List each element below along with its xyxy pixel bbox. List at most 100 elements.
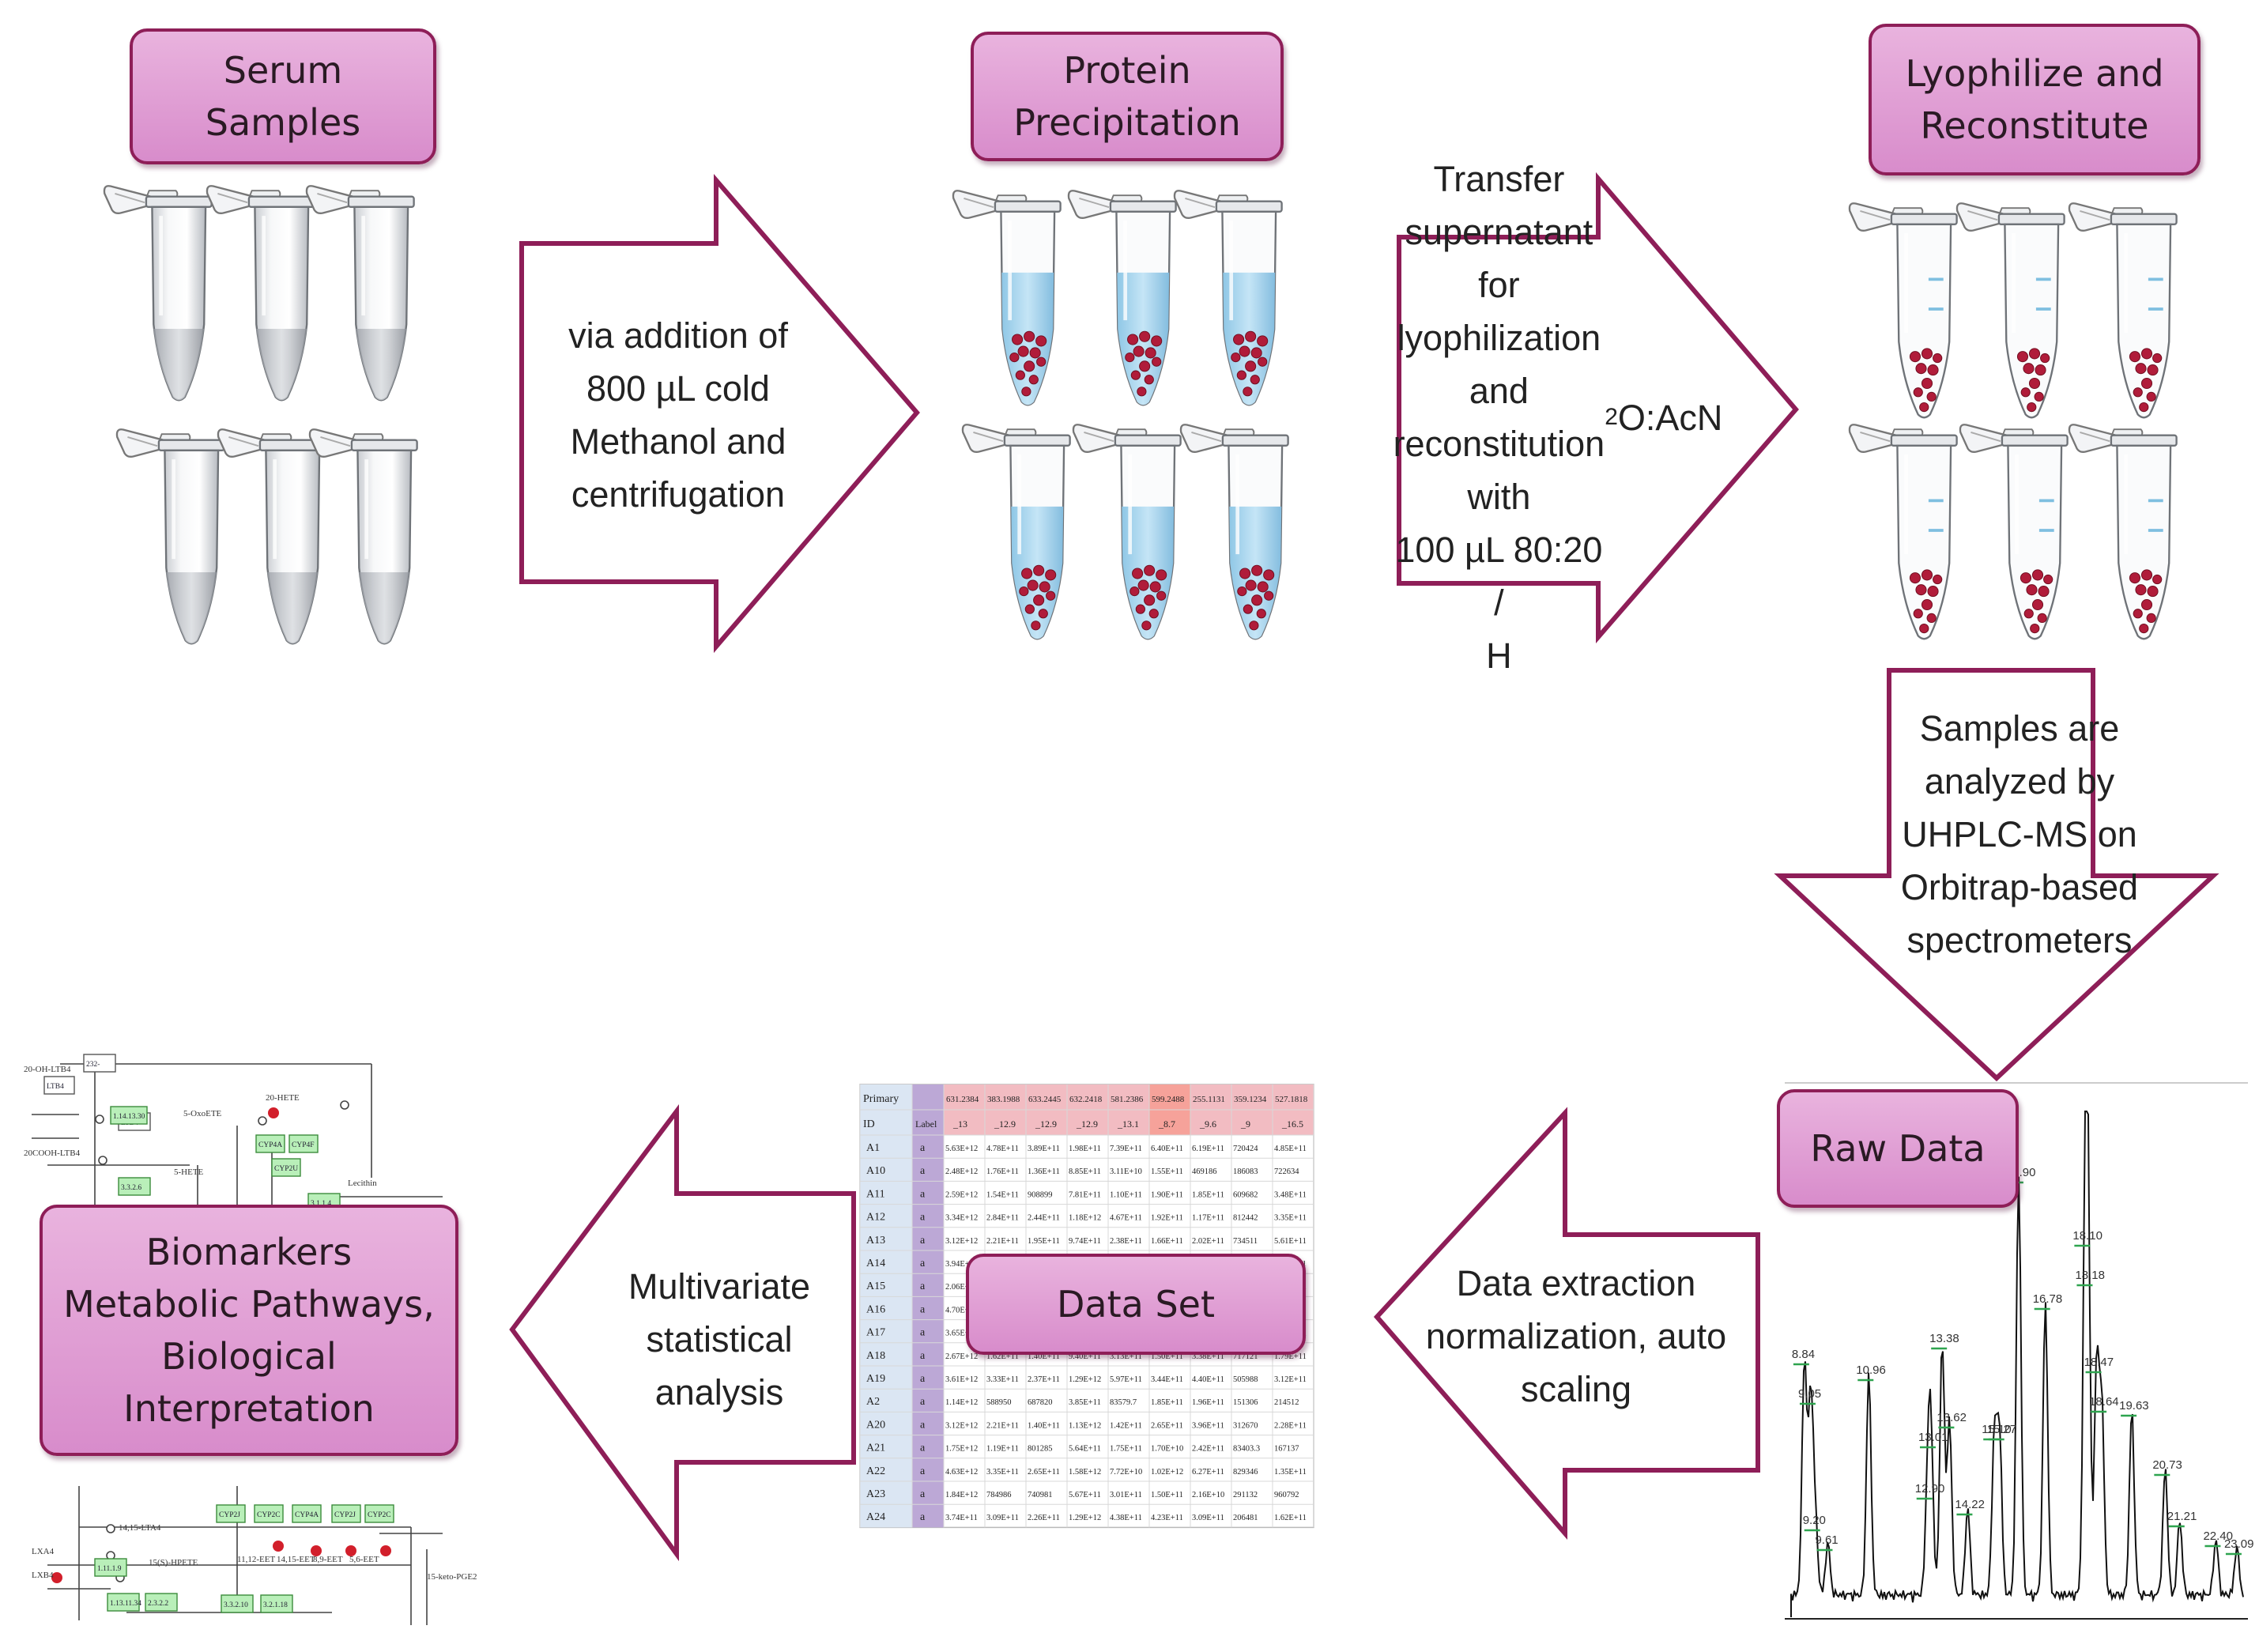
table-cell: a — [920, 1373, 926, 1385]
pathway-enzyme-box — [254, 1504, 284, 1523]
pathway-enzyme-label: 3.2.1.18 — [263, 1601, 288, 1609]
mz-header: 631.2384 — [946, 1095, 979, 1104]
table-cell: A10 — [866, 1165, 885, 1177]
table-cell: 1.18E+12 — [1069, 1214, 1101, 1223]
pathway-enzyme-box — [43, 1076, 75, 1095]
table-cell: 1.98E+11 — [1069, 1145, 1101, 1153]
table-cell: 2.42E+11 — [1192, 1445, 1224, 1454]
peak-label: 9.05 — [1798, 1387, 1821, 1401]
lyophilized-tube-group — [1850, 203, 2177, 639]
table-cell: A1 — [866, 1142, 880, 1154]
table-cell: 2.02E+11 — [1192, 1237, 1224, 1246]
table-cell: 505988 — [1233, 1375, 1258, 1384]
table-cell: 1.70E+10 — [1151, 1445, 1183, 1454]
serum-tube-group — [104, 186, 417, 643]
precipitate-tube — [1073, 424, 1181, 639]
pathway-metabolite: 5-OxoETE — [183, 1109, 222, 1118]
metabolite-node — [106, 1524, 115, 1533]
table-cell: 3.12E+12 — [945, 1237, 978, 1246]
table-cell: 1.55E+11 — [1151, 1167, 1183, 1176]
table-cell: 717121 — [1233, 1352, 1258, 1361]
table-cell: 908899 — [1028, 1190, 1053, 1199]
peak-label: 13.62 — [1937, 1411, 1967, 1424]
mz-header: 255.1131 — [1193, 1095, 1225, 1104]
pathway-metabolite: 15(S)-HPETE — [149, 1558, 198, 1567]
table-cell: a — [920, 1142, 926, 1154]
rt-header: _13.1 — [1117, 1118, 1139, 1130]
pathway-enzyme-label: 3.1.1.4 — [311, 1200, 331, 1208]
precipitate-tube — [1181, 424, 1288, 639]
table-cell: 83579.7 — [1110, 1398, 1137, 1407]
serum-tube — [310, 429, 417, 643]
table-cell: a — [920, 1419, 926, 1431]
table-cell: 720424 — [1233, 1145, 1258, 1153]
pathway-enzyme-box — [107, 1593, 140, 1612]
chromatogram-trace — [1790, 1111, 2244, 1617]
table-cell: 1.14E+12 — [945, 1398, 978, 1407]
pathway-metabolite: 8,9-EET — [313, 1555, 343, 1564]
table-cell: 740981 — [1028, 1491, 1053, 1499]
table-cell: 1.75E+11 — [1110, 1445, 1142, 1454]
table-cell: 214512 — [1274, 1398, 1299, 1407]
metabolite-node — [340, 1100, 349, 1110]
table-cell: 609682 — [1233, 1190, 1258, 1199]
serum-tube — [104, 186, 212, 400]
table-cell: 3.94E+12 — [945, 1260, 978, 1269]
table-cell: 469186 — [1192, 1167, 1217, 1176]
peak-label: 22.40 — [2203, 1529, 2233, 1543]
table-cell: 1.50E+11 — [1151, 1352, 1183, 1361]
table-cell: A20 — [866, 1419, 885, 1431]
table-cell: A11 — [866, 1188, 885, 1200]
reconstituted-tube — [1850, 203, 1957, 417]
table-cell: 734511 — [1233, 1237, 1258, 1246]
pathway-enzyme-label: CYP2C — [368, 1511, 391, 1519]
table-cell: a — [920, 1396, 926, 1408]
serum-tube — [307, 186, 414, 400]
significant-metabolite-dot — [51, 1572, 62, 1583]
peak-label: 18.47 — [2084, 1356, 2114, 1369]
mz-header: 581.2386 — [1111, 1095, 1144, 1104]
peak-label: 20.73 — [2152, 1458, 2182, 1472]
table-cell: 6.27E+11 — [1192, 1468, 1224, 1477]
arrow-right-methanol — [519, 173, 920, 654]
table-cell: 1.10E+11 — [1110, 1190, 1142, 1199]
pathway-enzyme-label: CYP2J — [334, 1511, 356, 1519]
table-cell: 1.50E+11 — [1151, 1491, 1183, 1499]
table-cell: 2.37E+11 — [1028, 1375, 1060, 1384]
table-cell: 3.35E+11 — [1274, 1214, 1307, 1223]
peak-label: 12.90 — [1915, 1482, 1945, 1495]
pathway-enzyme-box — [83, 1054, 116, 1073]
table-cell: 2.16E+10 — [1192, 1491, 1224, 1499]
table-cell: 3.44E+11 — [1151, 1375, 1183, 1384]
rt-header: _16.5 — [1281, 1118, 1303, 1130]
multivariate-step-text: Multivariate statistical analysis — [628, 1265, 811, 1412]
transfer-step-tail: O:AcN — [1617, 397, 1723, 438]
pathway-enzyme-label: CYP2U — [274, 1165, 298, 1173]
rt-header: _13 — [952, 1118, 967, 1130]
table-cell: A16 — [866, 1303, 885, 1315]
table-cell: 2.65E+11 — [1028, 1468, 1060, 1477]
table-cell: 5.61E+11 — [1274, 1237, 1307, 1246]
pathway-enzyme-label: 3.3.2.6 — [121, 1184, 141, 1192]
significant-metabolite-dot — [311, 1545, 322, 1556]
metabolite-node — [258, 1116, 267, 1126]
table-cell: 1.54E+11 — [986, 1190, 1019, 1199]
label-column-fill — [912, 1084, 944, 1528]
table-cell: 2.06E+12 — [945, 1283, 978, 1292]
peak-label: 21.21 — [2167, 1510, 2197, 1523]
table-cell: 2.21E+11 — [986, 1421, 1019, 1430]
pathway-metabolite: Lecithin — [348, 1179, 377, 1188]
table-cell: 3.13E+11 — [1110, 1352, 1142, 1361]
table-cell: 1.02E+12 — [1151, 1468, 1183, 1477]
arrow-right-transfer — [1397, 172, 1799, 644]
pathway-enzyme-box — [292, 1504, 322, 1523]
table-cell: 8.85E+11 — [1069, 1167, 1101, 1176]
extraction-step-text: Data extraction normalization, auto scal… — [1425, 1262, 1727, 1409]
metabolite-node — [98, 1156, 107, 1165]
pathway-enzyme-label: CYP4A — [258, 1141, 282, 1149]
pathway-enzyme-label: CYP4A — [295, 1511, 319, 1519]
table-cell: 5.63E+12 — [945, 1145, 978, 1153]
precipitate-tube — [953, 190, 1061, 405]
table-cell: a — [920, 1488, 926, 1500]
